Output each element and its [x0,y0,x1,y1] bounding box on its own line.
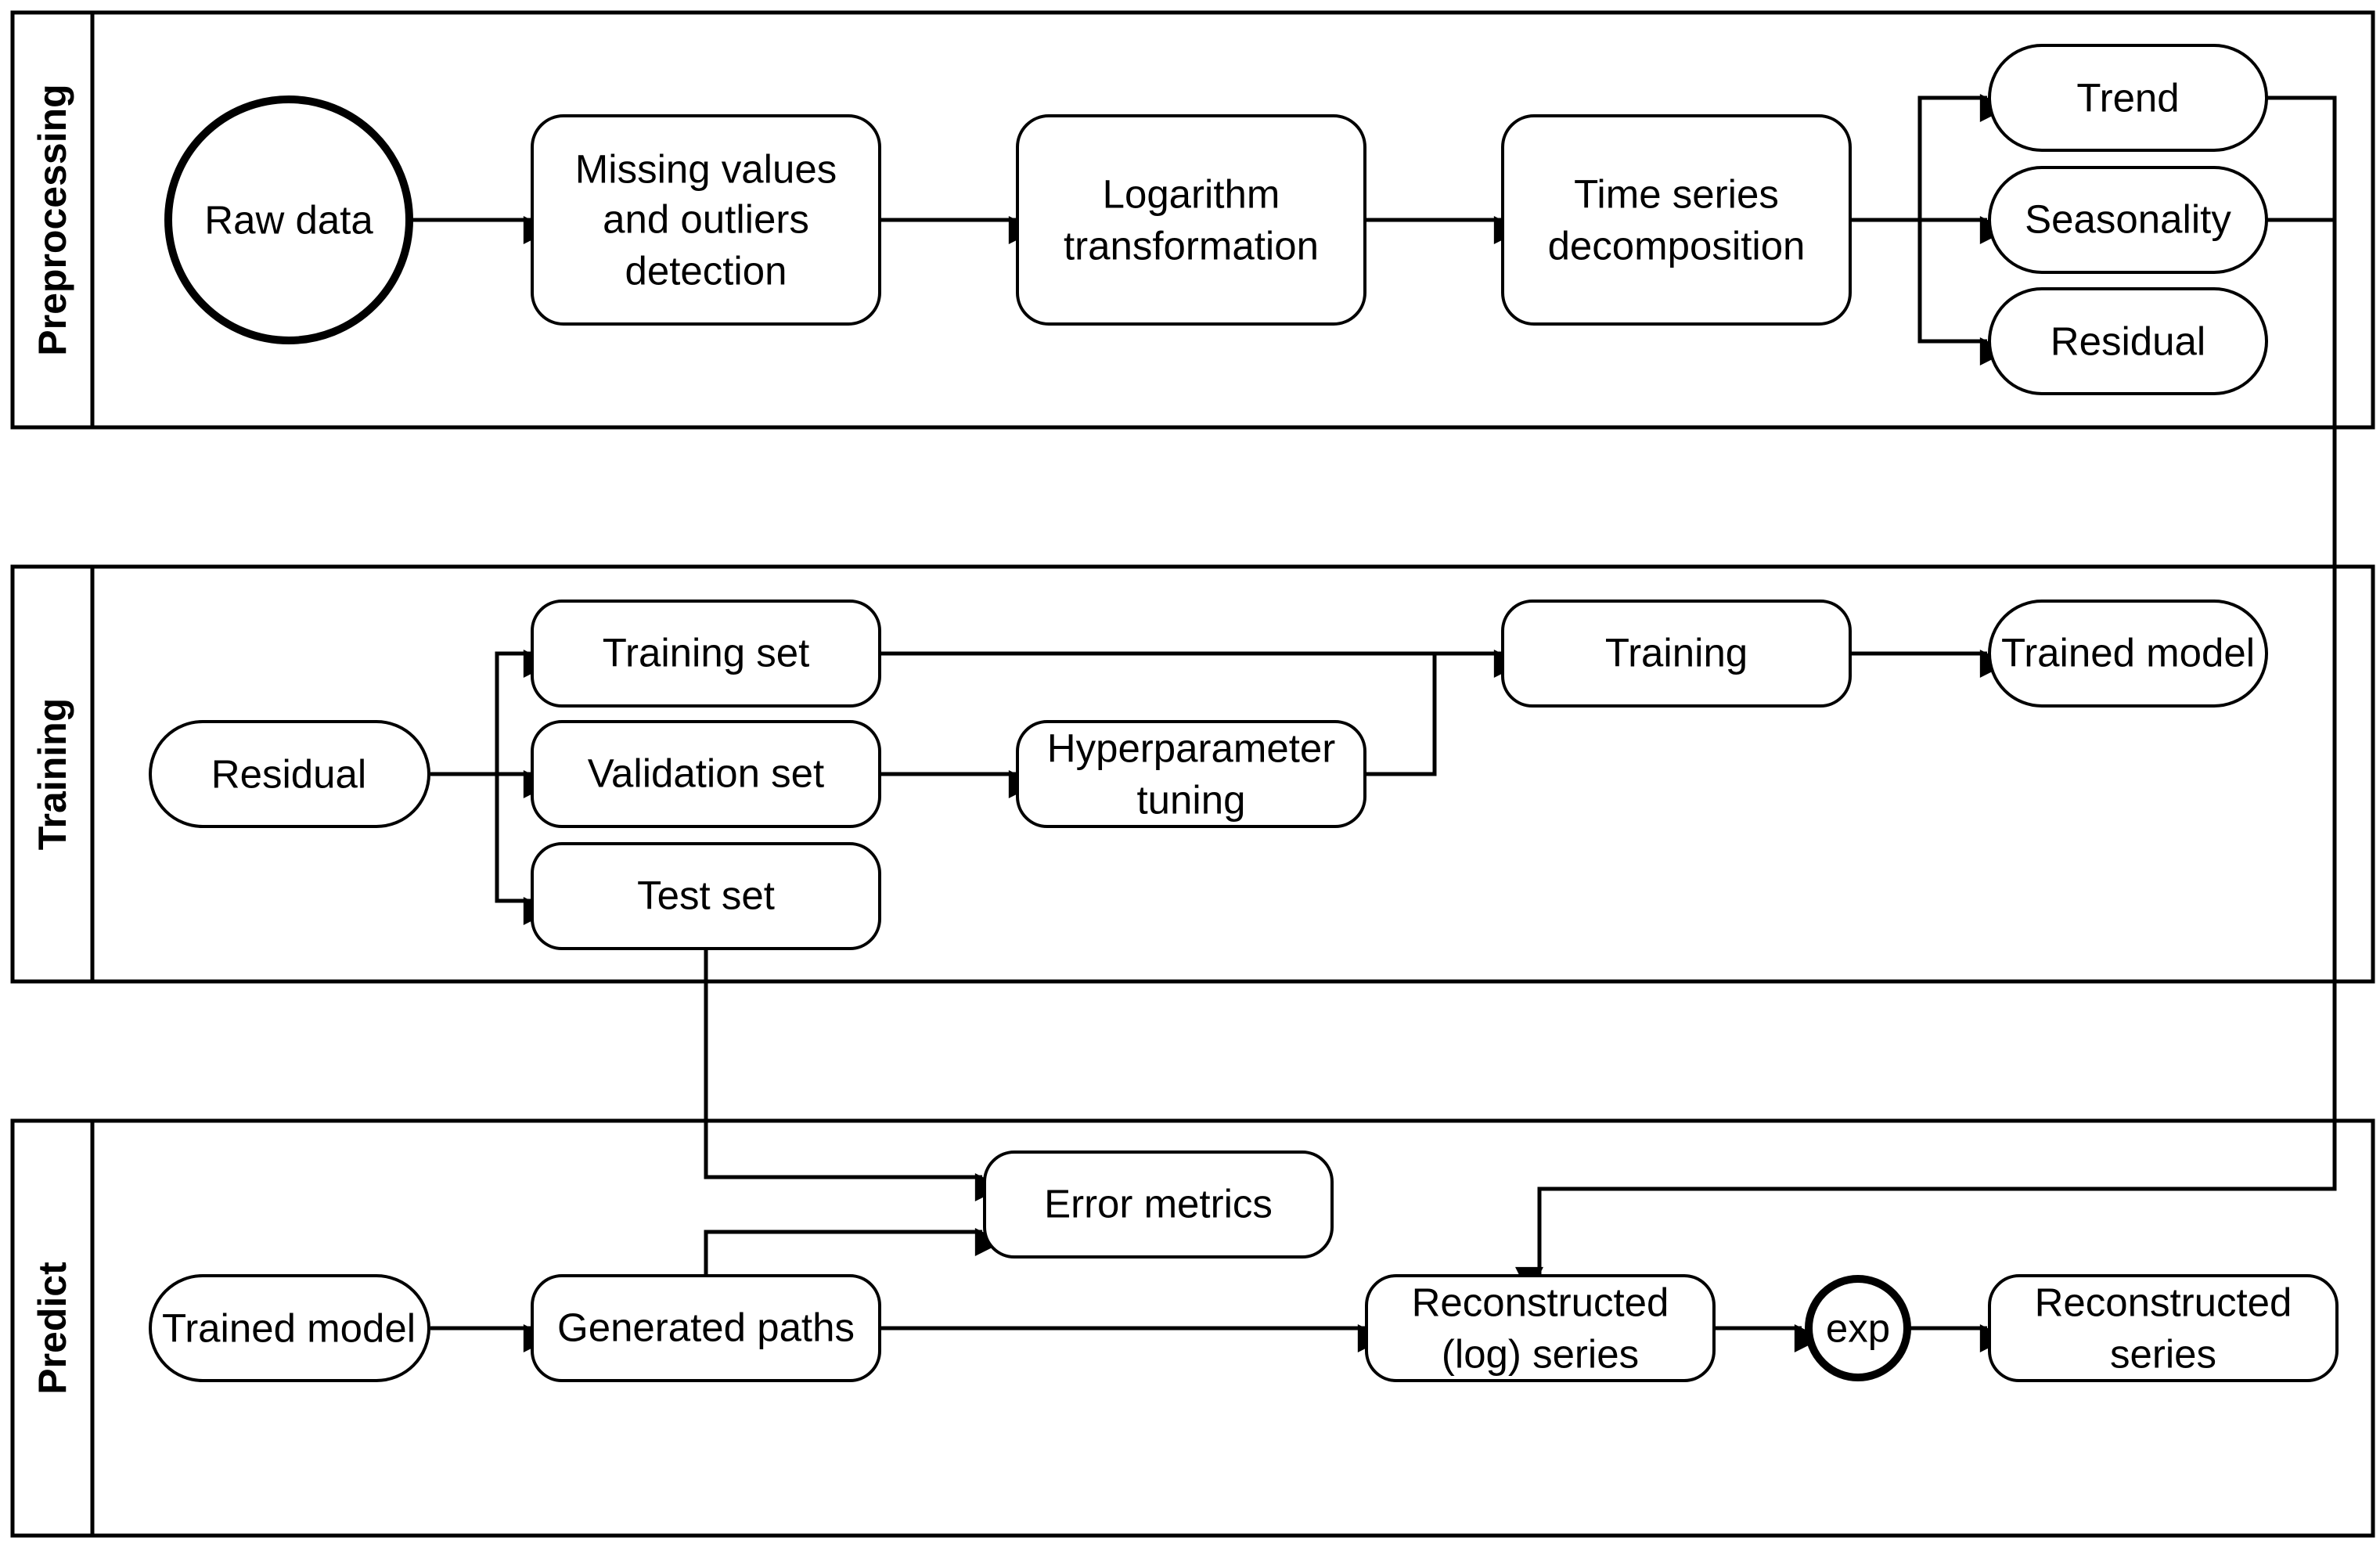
node-missing-values-line1: Missing values [575,147,837,192]
node-residual-train-label: Residual [211,752,366,797]
lane-label-predict: Predict [31,1262,74,1395]
node-trend: Trend [1988,44,2268,152]
node-decomposition: Time series decomposition [1501,114,1852,326]
node-validation-set: Validation set [531,720,881,828]
node-reconstructed-log-line2: (log) series [1442,1332,1639,1377]
node-error-metrics-label: Error metrics [1044,1182,1273,1226]
node-training-set-label: Training set [603,631,810,675]
node-raw-data-label: Raw data [204,198,373,243]
node-reconstructed-log-series: Reconstructed (log) series [1365,1274,1716,1382]
node-residual-train: Residual [149,720,430,828]
node-trained-model-predict-label: Trained model [162,1306,416,1351]
node-missing-values-line3: detection [625,249,787,293]
node-residual-pre-label: Residual [2051,319,2205,364]
node-logarithm-line1: Logarithm [1103,172,1280,217]
node-validation-set-label: Validation set [588,751,824,796]
node-hyperparameter-line2: tuning [1137,778,1246,823]
lane-label-preprocessing: Preprocessing [31,84,74,355]
lane-label-training: Training [31,698,74,850]
edge-residual-to-test-set [495,774,552,925]
node-decomposition-line1: Time series [1574,172,1779,217]
node-trend-label: Trend [2076,76,2179,121]
node-training: Training [1501,600,1852,708]
node-generated-paths: Generated paths [531,1274,881,1382]
node-seasonality: Seasonality [1988,166,2268,274]
node-reconstructed-series-line1: Reconstructed [2035,1280,2292,1325]
node-missing-values: Missing values and outliers detection [531,114,881,326]
node-training-label: Training [1605,631,1748,675]
node-reconstructed-series: Reconstructed series [1988,1274,2339,1382]
node-trained-model-train: Trained model [1988,600,2268,708]
edge-hyperparameter-to-training [1366,654,1437,776]
node-residual-pre: Residual [1988,287,2268,395]
node-reconstructed-series-line2: series [2110,1332,2216,1377]
edge-seasonality-to-reconstructed-log [1515,218,2337,1295]
node-trained-model-predict: Trained model [149,1274,430,1382]
edge-residual-to-training-set [495,650,552,774]
node-seasonality-label: Seasonality [2025,197,2231,242]
node-raw-data: Raw data [164,95,413,344]
node-missing-values-line2: and outliers [603,197,809,242]
node-decomposition-line2: decomposition [1548,224,1806,268]
node-exp: exp [1805,1275,1911,1381]
node-error-metrics: Error metrics [983,1150,1334,1259]
edge-test-set-to-error-metrics [704,949,1003,1201]
node-test-set: Test set [531,842,881,950]
edge-decomp-to-residual [1917,220,2008,365]
edge-decomp-to-trend [1917,94,2008,220]
node-training-set: Training set [531,600,881,708]
edge-trend-out [2267,95,2337,220]
node-logarithm: Logarithm transformation [1016,114,1366,326]
node-test-set-label: Test set [637,873,775,918]
edges [411,94,2337,1352]
node-hyperparameter-line1: Hyperparameter [1047,726,1335,771]
node-hyperparameter-tuning: Hyperparameter tuning [1016,720,1366,828]
node-exp-label: exp [1826,1306,1890,1351]
node-generated-paths-label: Generated paths [557,1305,855,1350]
node-trained-model-train-label: Trained model [2001,631,2255,675]
node-logarithm-line2: transformation [1064,224,1319,268]
edge-paths-to-error-metrics [704,1228,1003,1276]
node-reconstructed-log-line1: Reconstructed [1412,1280,1669,1325]
